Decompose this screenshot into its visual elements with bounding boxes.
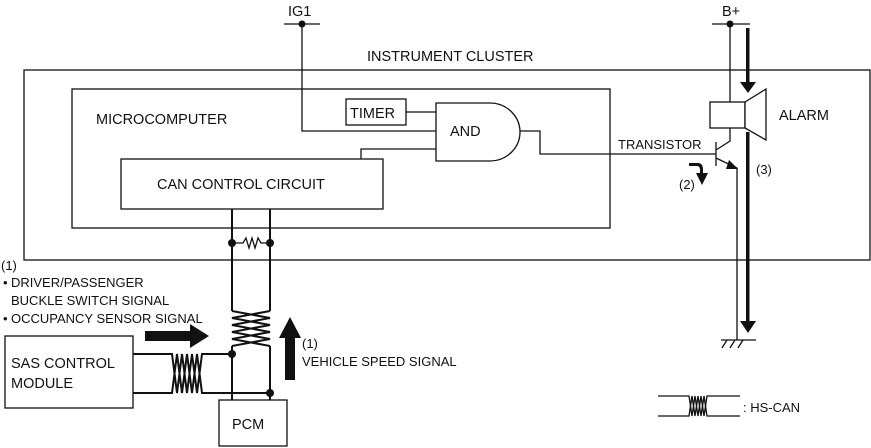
flow-arrow-2-icon <box>689 163 708 185</box>
transistor-emitter <box>715 157 738 335</box>
transistor: TRANSISTOR <box>618 128 738 335</box>
terminating-resistor-icon <box>232 235 270 251</box>
microcomputer: MICROCOMPUTER TIMER AND CAN CONTROL CIRC… <box>71 88 716 229</box>
alarm: ALARM <box>709 87 829 142</box>
vehicle-speed-signal: (1) VEHICLE SPEED SIGNAL <box>279 317 457 380</box>
legend-hs-can-label: : HS-CAN <box>743 400 800 415</box>
sas-control-module: SAS CONTROL MODULE <box>4 335 270 409</box>
alarm-coil <box>709 101 746 129</box>
pcm-label: PCM <box>232 417 264 433</box>
pcm: PCM <box>218 399 288 447</box>
transistor-collector <box>715 128 731 151</box>
alarm-label: ALARM <box>779 108 829 124</box>
and-output-wire <box>520 130 716 155</box>
flow-arrow-bottom-shaft <box>746 132 750 326</box>
driver-passenger-signal-line2: BUCKLE SWITCH SIGNAL <box>11 293 169 308</box>
flow-arrow-top-shaft <box>746 28 750 83</box>
ig1-label: IG1 <box>288 4 311 20</box>
legend-strand <box>658 395 740 417</box>
emitter-arrow-icon <box>726 160 738 169</box>
twisted-pair-strand <box>231 310 271 347</box>
current-flow-3: (3) <box>740 28 772 333</box>
can-control-circuit-label: CAN CONTROL CIRCUIT <box>157 177 325 193</box>
instrument-cluster-label: INSTRUMENT CLUSTER <box>367 49 534 65</box>
ig1-terminal: IG1 <box>284 4 436 132</box>
signal-arrow-right-icon <box>145 324 209 348</box>
sas-signals: (1) • DRIVER/PASSENGER BUCKLE SWITCH SIG… <box>1 258 209 348</box>
current-flow-2: (2) <box>679 163 708 192</box>
sas-label-line1: SAS CONTROL <box>11 356 115 372</box>
instrument-cluster: INSTRUMENT CLUSTER <box>23 49 871 261</box>
ground-hatch <box>737 339 744 349</box>
driver-passenger-signal-line1: DRIVER/PASSENGER <box>11 275 144 290</box>
step1-left-label: (1) <box>1 258 17 273</box>
transistor-label: TRANSISTOR <box>618 137 702 152</box>
can-control-circuit-box <box>120 158 384 210</box>
sas-label-line2: MODULE <box>11 376 73 392</box>
flow-arrow-bottom-head-icon <box>740 321 756 333</box>
ig1-wire <box>301 24 436 132</box>
legend-hs-can: : HS-CAN <box>658 395 800 417</box>
sas-control-module-box <box>4 335 134 409</box>
and-gate-label: AND <box>450 124 481 140</box>
signal-arrow-up-icon <box>279 317 301 380</box>
ground-hatch <box>721 339 728 349</box>
step3-label: (3) <box>756 162 772 177</box>
instrument-cluster-box <box>23 69 871 261</box>
timer-box <box>345 98 407 126</box>
vehicle-speed-signal-label: VEHICLE SPEED SIGNAL <box>302 354 457 369</box>
timer-label: TIMER <box>350 106 395 122</box>
can-bus <box>228 209 274 400</box>
can-to-and-wire <box>360 148 436 159</box>
step1-right-label: (1) <box>302 336 318 351</box>
microcomputer-box <box>71 88 611 229</box>
ground-hatch <box>729 339 736 349</box>
step2-label: (2) <box>679 177 695 192</box>
alarm-speaker-icon <box>744 87 767 142</box>
pcm-box <box>218 399 288 447</box>
bplus-terminal: B+ <box>712 4 750 102</box>
bullet: • <box>3 275 8 290</box>
occupancy-sensor-signal: OCCUPANCY SENSOR SIGNAL <box>11 311 203 326</box>
bullet: • <box>3 311 8 326</box>
ground <box>721 335 756 349</box>
flow-arrow-top-head-icon <box>740 82 756 93</box>
bplus-label: B+ <box>722 4 740 20</box>
sas-can-strand <box>133 353 270 394</box>
and-gate <box>435 102 521 162</box>
microcomputer-label: MICROCOMPUTER <box>96 112 227 128</box>
